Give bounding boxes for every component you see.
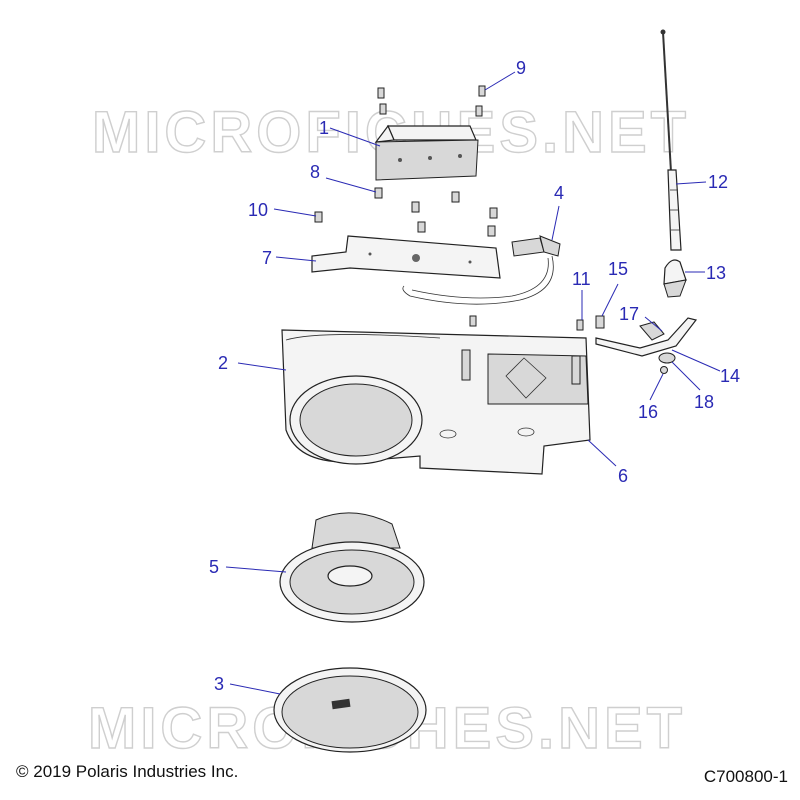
diagram-id: C700800-1 — [703, 767, 788, 786]
callout-17: 17 — [619, 304, 639, 324]
screws-radio-top — [377, 85, 486, 117]
antenna-mast — [660, 29, 682, 251]
speaker — [279, 512, 425, 623]
callout-14: 14 — [720, 366, 740, 386]
washer — [658, 352, 676, 364]
screw-11 — [576, 319, 584, 331]
mounting-bracket — [311, 235, 501, 279]
leader-lines — [225, 71, 721, 695]
callout-10: 10 — [248, 200, 268, 220]
nut — [660, 366, 668, 374]
callout-15: 15 — [608, 259, 628, 279]
callout-2: 2 — [218, 353, 228, 373]
callout-12: 12 — [708, 172, 728, 192]
antenna-strap — [595, 317, 698, 357]
callout-7: 7 — [262, 248, 272, 268]
callout-1: 1 — [319, 118, 329, 138]
callout-6: 6 — [618, 466, 628, 486]
speaker-grille — [273, 667, 427, 753]
screw-15 — [595, 315, 605, 329]
callout-3: 3 — [214, 674, 224, 694]
radio-unit — [374, 124, 479, 181]
antenna-base — [663, 259, 687, 298]
callout-18: 18 — [694, 392, 714, 412]
callout-8: 8 — [310, 162, 320, 182]
wiring-harness — [402, 235, 561, 327]
speaker-enclosure — [281, 329, 591, 475]
copyright-notice: © 2019 Polaris Industries Inc. — [16, 762, 239, 781]
screws-bracket — [314, 187, 498, 237]
callout-16: 16 — [638, 402, 658, 422]
callout-9: 9 — [516, 58, 526, 78]
callout-5: 5 — [209, 557, 219, 577]
callout-13: 13 — [706, 263, 726, 283]
callout-11: 11 — [572, 269, 591, 289]
callout-4: 4 — [554, 183, 564, 203]
